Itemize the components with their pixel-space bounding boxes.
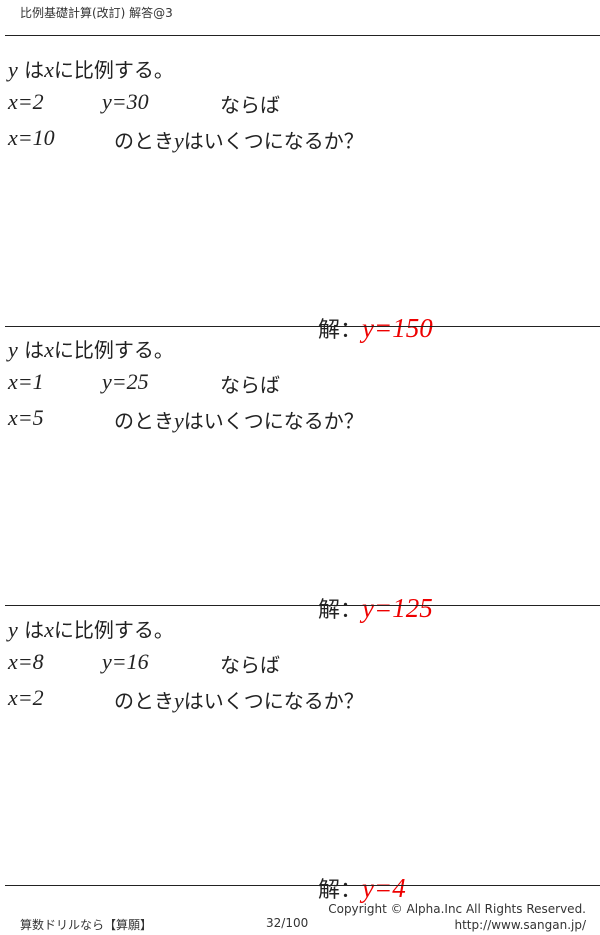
var: y	[174, 408, 184, 433]
answer-label: 解：	[318, 878, 363, 903]
ask-x: x=2	[8, 685, 44, 710]
text: は	[24, 58, 45, 82]
divider	[5, 326, 600, 327]
text: ならば	[220, 93, 280, 117]
var: x	[44, 337, 54, 362]
answer-label: 解：	[318, 318, 363, 343]
text: に比例する。	[53, 338, 174, 362]
given-x: x=2	[8, 89, 44, 114]
question: x=2 のときyはいくつになるか？	[8, 685, 598, 715]
given-x: x=1	[8, 369, 44, 394]
answer-value: y=150	[362, 313, 433, 343]
answer-value: y=125	[362, 593, 433, 623]
header-divider	[5, 35, 600, 36]
site-link[interactable]: http://www.sangan.jp/	[454, 918, 586, 932]
footer-brand: 算数ドリルなら【算願】	[20, 918, 153, 932]
given-values: x=2 y=30 ならば	[8, 89, 598, 119]
problem-3: y はxに比例する。 x=8 y=16 ならば x=2 のときyはいくつになるか…	[0, 606, 600, 903]
given-y: y=30	[102, 89, 149, 114]
answer: 解：y=150	[318, 312, 433, 344]
text: に比例する。	[53, 58, 174, 82]
text: はいくつになるか？	[183, 689, 364, 713]
text: のとき	[114, 129, 174, 153]
text: は	[24, 618, 45, 642]
text: ならば	[220, 373, 280, 397]
problem-1: y はxに比例する。 x=2 y=30 ならば x=10 のときyはいくつになる…	[0, 46, 600, 343]
text: はいくつになるか？	[183, 129, 364, 153]
text: に比例する。	[53, 618, 174, 642]
ask-x: x=5	[8, 405, 44, 430]
given-x: x=8	[8, 649, 44, 674]
answer-label: 解：	[318, 598, 363, 623]
answer: 解：y=125	[318, 592, 433, 624]
text: のとき	[114, 689, 174, 713]
var: y	[174, 688, 184, 713]
text: はいくつになるか？	[183, 409, 364, 433]
given-y: y=25	[102, 369, 149, 394]
text: のとき	[114, 409, 174, 433]
var: y	[8, 337, 18, 362]
answer: 解：y=4	[318, 872, 406, 904]
divider	[5, 885, 600, 886]
var: x	[44, 57, 54, 82]
given-values: x=8 y=16 ならば	[8, 649, 598, 679]
page-header-title: 比例基礎計算(改訂) 解答@3	[20, 6, 173, 20]
page-number: 32/100	[266, 916, 309, 930]
text: ならば	[220, 653, 280, 677]
var: y	[8, 617, 18, 642]
given-values: x=1 y=25 ならば	[8, 369, 598, 399]
answer-value: y=4	[362, 873, 406, 903]
given-y: y=16	[102, 649, 149, 674]
problem-statement: y はxに比例する。	[8, 614, 174, 643]
var: y	[174, 128, 184, 153]
divider	[5, 605, 600, 606]
question: x=10 のときyはいくつになるか？	[8, 125, 598, 155]
copyright: Copyright © Alpha.Inc All Rights Reserve…	[328, 902, 586, 916]
var: y	[8, 57, 18, 82]
var: x	[44, 617, 54, 642]
text: は	[24, 338, 45, 362]
problem-statement: y はxに比例する。	[8, 334, 174, 363]
ask-x: x=10	[8, 125, 55, 150]
problem-statement: y はxに比例する。	[8, 54, 174, 83]
question: x=5 のときyはいくつになるか？	[8, 405, 598, 435]
problem-2: y はxに比例する。 x=1 y=25 ならば x=5 のときyはいくつになるか…	[0, 326, 600, 623]
